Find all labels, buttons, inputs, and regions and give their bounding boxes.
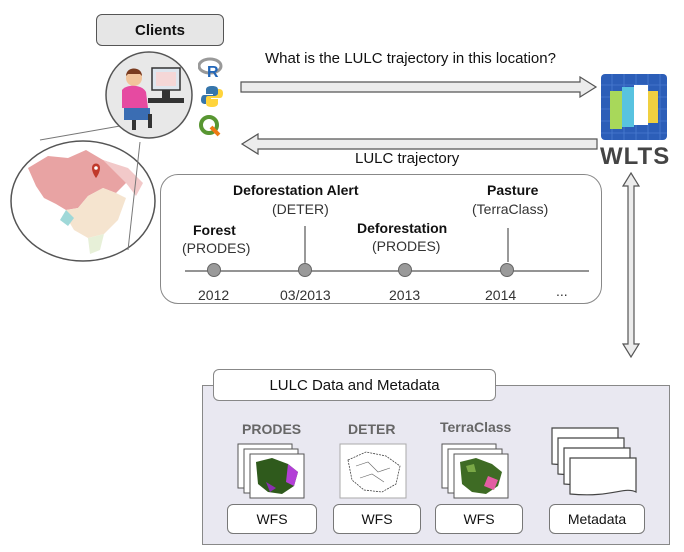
brazil-map-inset xyxy=(10,140,156,262)
clients-label: Clients xyxy=(96,14,224,46)
svg-text:R: R xyxy=(207,64,219,80)
timeline-axis xyxy=(185,262,589,272)
timeline-more: ... xyxy=(556,283,568,299)
r-language-icon: R xyxy=(198,57,223,80)
timeline-ticks xyxy=(304,226,509,262)
source-title: TerraClass xyxy=(440,419,512,435)
python-icon xyxy=(201,86,223,107)
timeline-dot xyxy=(298,263,312,277)
prodes-map-stack-icon xyxy=(237,443,305,499)
response-label: LULC trajectory xyxy=(355,150,460,167)
metadata-documents-icon xyxy=(551,427,637,496)
event-label: Deforestation Alert xyxy=(233,182,359,198)
bidirectional-arrow xyxy=(622,172,640,358)
qgis-icon xyxy=(199,115,221,137)
event-year: 03/2013 xyxy=(280,287,331,303)
event-year: 2014 xyxy=(485,287,517,303)
event-label: Pasture xyxy=(487,182,539,198)
event-source: (DETER) xyxy=(272,201,329,217)
lulc-data-title: LULC Data and Metadata xyxy=(213,369,496,401)
metadata-pill: Metadata xyxy=(549,504,645,534)
request-arrow xyxy=(240,76,598,98)
event-label: Deforestation xyxy=(357,220,448,236)
event-year: 2012 xyxy=(198,287,230,303)
trajectory-timeline xyxy=(160,174,602,304)
timeline-dot xyxy=(207,263,221,277)
wfs-service-pill: WFS xyxy=(227,504,317,534)
wlts-logo-icon xyxy=(601,74,667,140)
timeline-dot xyxy=(398,263,412,277)
map-pin-icon xyxy=(92,163,100,178)
source-title: DETER xyxy=(348,421,396,437)
event-source: (PRODES) xyxy=(182,240,251,256)
source-title: PRODES xyxy=(242,421,302,437)
event-source: (TerraClass) xyxy=(472,201,549,217)
timeline-dot xyxy=(500,263,514,277)
event-source: (PRODES) xyxy=(372,238,441,254)
wlts-service-name: WLTS xyxy=(600,143,671,170)
deter-map-stack-icon xyxy=(339,443,407,499)
event-label: Forest xyxy=(193,222,236,238)
event-year: 2013 xyxy=(389,287,421,303)
wfs-service-pill: WFS xyxy=(333,504,421,534)
response-arrow xyxy=(240,133,598,155)
wfs-service-pill: WFS xyxy=(435,504,523,534)
client-user-illustration xyxy=(105,51,193,139)
terraclass-map-stack-icon xyxy=(441,443,509,499)
request-question: What is the LULC trajectory in this loca… xyxy=(265,50,556,67)
